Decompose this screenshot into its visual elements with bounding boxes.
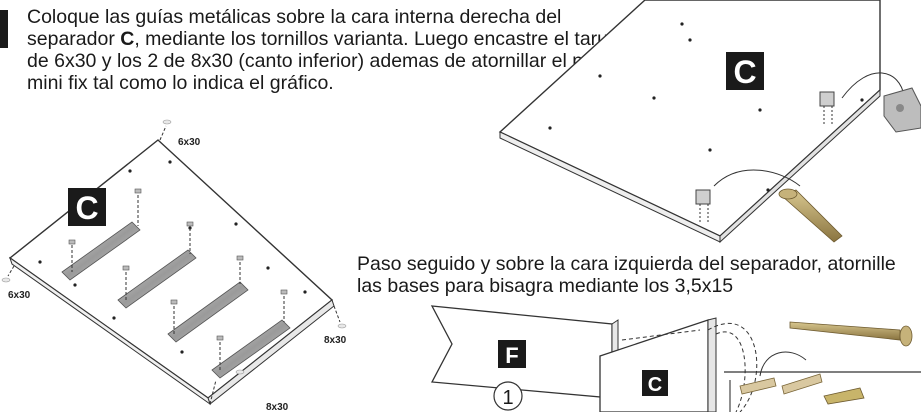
step-marker — [0, 10, 8, 48]
panel-c-left-badge — [68, 188, 106, 226]
panel-f-badge — [498, 340, 526, 368]
panel-f-number: 1 — [502, 387, 513, 409]
assembly-lower-right: F 1 C — [430, 305, 921, 412]
circle-number-badge — [493, 381, 523, 411]
panel-c-lower-letter: C — [648, 374, 662, 396]
panel-c-top-right: C — [498, 0, 921, 244]
instruction-text-1: Coloque las guías metálicas sobre la car… — [27, 6, 630, 94]
metal-rails — [61, 221, 291, 379]
dowel-label-top: 6x30 — [178, 137, 201, 148]
hinge-bases — [739, 373, 865, 405]
wood-screw-top — [778, 188, 843, 243]
wood-screw-3-5x15 — [789, 321, 913, 347]
mini-fix-bracket — [883, 87, 921, 133]
dowel-label-right: 8x30 — [324, 335, 347, 346]
dowel-label-bottom: 8x30 — [266, 402, 289, 412]
panel-c-left-letter: C — [75, 190, 98, 226]
instruction-text-2: Paso seguido y sobre la cara izquierda d… — [357, 253, 896, 297]
dowel-label-left: 6x30 — [8, 290, 31, 301]
panel-c-top-right-badge — [726, 52, 764, 90]
panel-c-top-right-letter: C — [733, 54, 756, 90]
panel-c-lower-badge — [642, 370, 668, 396]
panel-c-left: C 6x30 6x30 8x30 8x30 — [1, 119, 347, 412]
panel-f-letter: F — [505, 343, 518, 368]
